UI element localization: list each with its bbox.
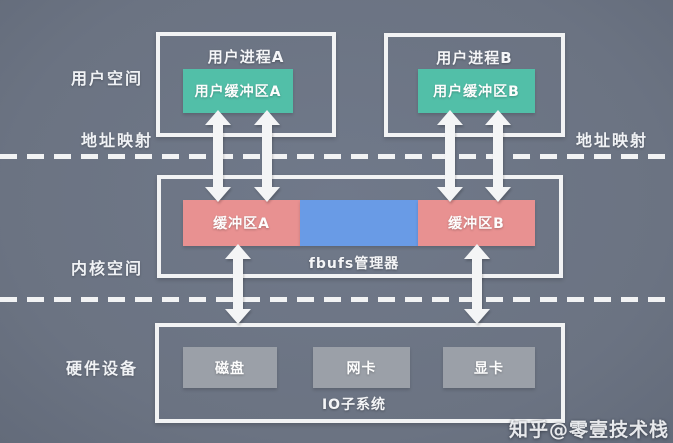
arrow-down-head: [464, 309, 490, 324]
arrow-up-head: [225, 244, 251, 259]
user-process-b-title: 用户进程B: [436, 49, 513, 67]
arrow-shaft: [213, 123, 223, 189]
arrow-up-head: [205, 110, 231, 125]
map-arrow-a1: [205, 110, 231, 202]
user-buffer-a-box: 用户缓冲区A: [183, 69, 293, 113]
dma-arrow-b: [464, 244, 490, 324]
shared-pool-box: [300, 200, 418, 246]
address-mapping-right-label: 地址映射: [576, 131, 649, 150]
hardware-box: 磁盘 网卡 显卡 IO子系统: [155, 323, 565, 423]
nic-device-box: 网卡: [313, 347, 410, 388]
kernel-space-box: 缓冲区A 缓冲区B fbufs管理器: [157, 175, 563, 278]
arrow-shaft: [472, 257, 482, 311]
hardware-label: 硬件设备: [66, 359, 139, 378]
user-buffer-a-label: 用户缓冲区A: [194, 84, 282, 100]
map-arrow-a2: [254, 110, 280, 202]
io-subsystem-label: IO子系统: [321, 397, 387, 413]
user-buffer-b-box: 用户缓冲区B: [418, 69, 535, 113]
fbufs-manager-label: fbufs管理器: [308, 256, 400, 272]
kernel-buffer-b-box: 缓冲区B: [418, 200, 535, 246]
gpu-device-box: 显卡: [443, 347, 535, 388]
map-arrow-b2: [485, 110, 511, 202]
arrow-shaft: [493, 123, 503, 189]
arrow-up-head: [254, 110, 280, 125]
nic-device-label: 网卡: [346, 360, 377, 377]
arrow-down-head: [254, 187, 280, 202]
disk-device-label: 磁盘: [215, 360, 245, 377]
arrow-up-head: [437, 110, 463, 125]
arrow-up-head: [485, 110, 511, 125]
arrow-shaft: [445, 123, 455, 189]
arrow-up-head: [464, 244, 490, 259]
gpu-device-label: 显卡: [474, 360, 504, 377]
watermark-text: 知乎@零壹技术栈: [508, 419, 669, 441]
arrow-down-head: [205, 187, 231, 202]
kernel-space-label: 内核空间: [71, 259, 144, 278]
kernel-buffer-a-label: 缓冲区A: [213, 216, 270, 232]
dma-arrow-a: [225, 244, 251, 324]
arrow-shaft: [233, 257, 243, 311]
address-mapping-left-label: 地址映射: [81, 131, 154, 150]
disk-device-box: 磁盘: [183, 347, 277, 388]
kernel-buffer-b-label: 缓冲区B: [448, 216, 505, 232]
arrow-down-head: [225, 309, 251, 324]
user-space-label: 用户空间: [71, 69, 144, 88]
map-arrow-b1: [437, 110, 463, 202]
user-process-b-box: 用户进程B 用户缓冲区B: [384, 33, 565, 137]
user-process-a-box: 用户进程A 用户缓冲区A: [156, 32, 336, 137]
kernel-buffer-a-box: 缓冲区A: [183, 200, 300, 246]
user-buffer-b-label: 用户缓冲区B: [433, 84, 520, 100]
arrow-down-head: [437, 187, 463, 202]
arrow-down-head: [485, 187, 511, 202]
user-process-a-title: 用户进程A: [207, 48, 285, 66]
user-kernel-boundary-dashed-line: [0, 154, 673, 159]
kernel-hardware-boundary-dashed-line: [0, 297, 673, 302]
arrow-shaft: [262, 123, 272, 189]
